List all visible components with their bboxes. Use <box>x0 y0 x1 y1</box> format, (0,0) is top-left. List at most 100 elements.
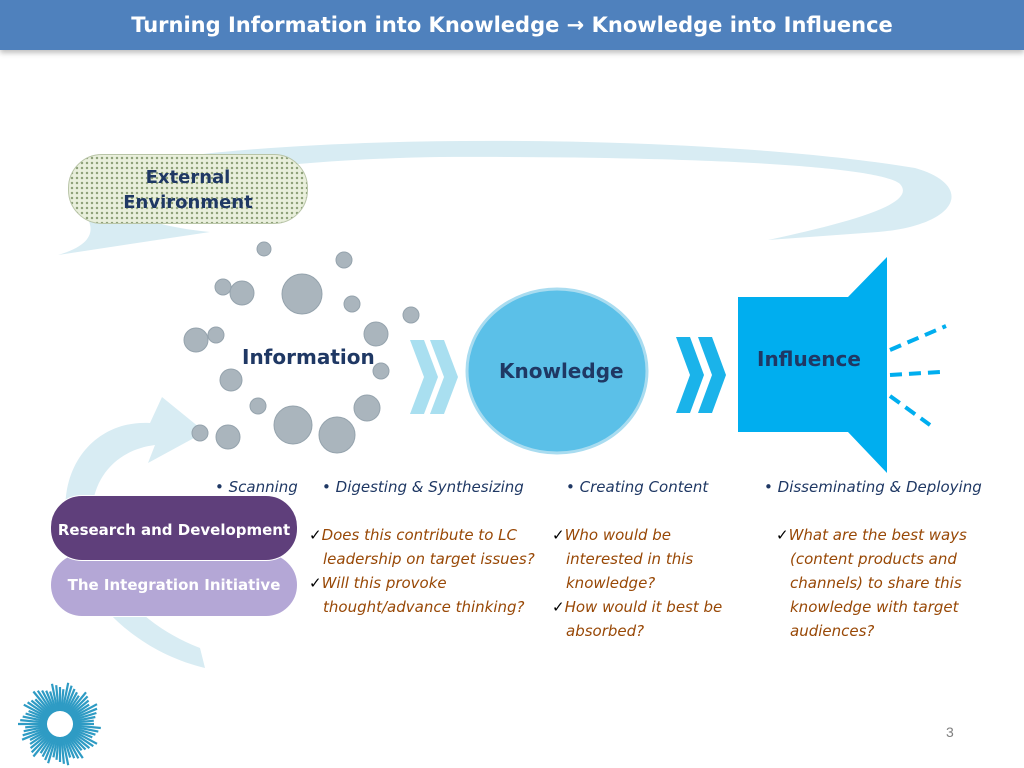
sunburst-ray <box>44 735 57 761</box>
sunburst-ray <box>70 703 90 718</box>
knowledge-label: Knowledge <box>499 359 624 383</box>
sunburst-ray <box>72 725 99 733</box>
stage-disseminating: • Disseminating & Deploying <box>764 478 982 496</box>
question-text: How would it best be absorbed? <box>564 598 723 640</box>
sunburst-ray <box>25 724 48 729</box>
title-bar: Turning Information into Knowledge → Kno… <box>0 0 1024 50</box>
questions-creating: ✓Who would be interested in this knowled… <box>552 523 752 643</box>
stage-label: Digesting & Synthesizing <box>335 478 524 496</box>
sunburst-ray <box>29 731 51 749</box>
question-item: ✓How would it best be absorbed? <box>552 595 752 643</box>
sunburst-ray <box>70 729 98 745</box>
sunburst-ray <box>62 736 72 758</box>
integration-initiative-pill: The Integration Initiative <box>50 553 298 617</box>
sunburst-ray <box>69 699 90 717</box>
knowledge-circle <box>465 287 649 455</box>
bullet-icon: • <box>566 478 575 496</box>
sunburst-ray <box>39 734 54 754</box>
question-text: Who would be interested in this knowledg… <box>564 526 694 592</box>
influence-megaphone <box>738 257 887 473</box>
question-text: What are the best ways (content products… <box>788 526 967 640</box>
sunburst-ray <box>60 689 65 712</box>
sunburst-ray <box>22 715 48 723</box>
sunburst-ray <box>72 715 96 723</box>
sunburst-ray <box>63 735 76 759</box>
title-part-1: Turning Information into Knowledge <box>131 13 560 37</box>
bullet-icon: • <box>215 478 224 496</box>
question-item: ✓Who would be interested in this knowled… <box>552 523 752 595</box>
sunburst-ray <box>60 736 65 764</box>
page-number: 3 <box>946 724 954 740</box>
sunburst-ray <box>72 724 101 730</box>
sunburst-ray <box>72 719 94 724</box>
checkmark-icon: ✓ <box>552 526 565 544</box>
sunburst-ray <box>66 695 80 714</box>
checkmark-icon: ✓ <box>309 574 322 592</box>
sunburst-ray <box>32 733 53 758</box>
sunburst-ray <box>68 695 89 716</box>
sunburst-ray <box>72 726 96 736</box>
sunburst-ray <box>50 683 59 712</box>
sunburst-ray <box>70 703 98 719</box>
sunburst-ray <box>63 688 76 713</box>
stage-scanning: • Scanning <box>215 478 298 496</box>
sunburst-ray <box>21 727 49 741</box>
sunburst-ray <box>68 732 87 751</box>
sunburst-ray <box>70 730 94 748</box>
sunburst-ray <box>45 690 57 713</box>
stage-label: Disseminating & Deploying <box>777 478 982 496</box>
stage-label: Creating Content <box>579 478 709 496</box>
sunburst-ray <box>41 689 55 714</box>
sunburst-ray <box>61 682 70 712</box>
checkmark-icon: ✓ <box>552 598 565 616</box>
sunburst-ray <box>29 729 50 741</box>
question-item: ✓What are the best ways (content product… <box>776 523 996 643</box>
questions-digesting: ✓Does this contribute to LC leadership o… <box>309 523 539 619</box>
sunburst-ray <box>23 703 50 719</box>
sunburst-ray <box>30 732 52 754</box>
sunburst-ray <box>52 736 59 758</box>
information-label: Information <box>242 345 375 369</box>
sunburst-ray <box>41 734 55 758</box>
sunburst-ray <box>23 725 48 733</box>
stage-digesting: • Digesting & Synthesizing <box>322 478 524 496</box>
sunburst-ray <box>66 734 84 759</box>
sunburst-ray <box>67 691 87 715</box>
sunburst-ray <box>71 707 98 721</box>
question-item: ✓Will this provoke thought/advance think… <box>309 571 539 619</box>
sunburst-ray <box>72 711 97 722</box>
sunburst-ray <box>71 727 93 739</box>
external-environment-line: Environment <box>123 192 253 213</box>
external-environment-line: External <box>145 167 231 188</box>
sunburst-logo-icon <box>18 682 101 766</box>
sunburst-ray <box>29 730 50 745</box>
sunburst-ray <box>55 685 60 712</box>
checkmark-icon: ✓ <box>776 526 789 544</box>
bullet-icon: • <box>322 478 331 496</box>
sunburst-ray <box>25 712 48 722</box>
stage-creating: • Creating Content <box>566 478 708 496</box>
sunburst-ray <box>61 736 70 766</box>
chevron-right-icon <box>676 337 726 413</box>
sunburst-ray <box>69 731 91 749</box>
bullet-icon: • <box>764 478 773 496</box>
influence-label: Influence <box>757 347 861 371</box>
sunburst-ray <box>22 726 48 737</box>
sunburst-ray <box>28 709 49 721</box>
sound-waves-icon <box>888 324 947 427</box>
checkmark-icon: ✓ <box>309 526 322 544</box>
sunburst-ray <box>65 691 78 714</box>
research-development-pill: Research and Development <box>50 495 298 561</box>
sunburst-ray <box>65 734 80 759</box>
sunburst-ray <box>26 701 50 718</box>
sunburst-ray <box>32 690 53 715</box>
arrow-icon: → <box>566 13 585 37</box>
sunburst-ray <box>30 699 51 717</box>
stage-label: Scanning <box>228 478 298 496</box>
question-text: Will this provoke thought/advance thinki… <box>321 574 525 616</box>
information-bubbles <box>183 241 420 454</box>
sunburst-ray <box>36 690 54 714</box>
